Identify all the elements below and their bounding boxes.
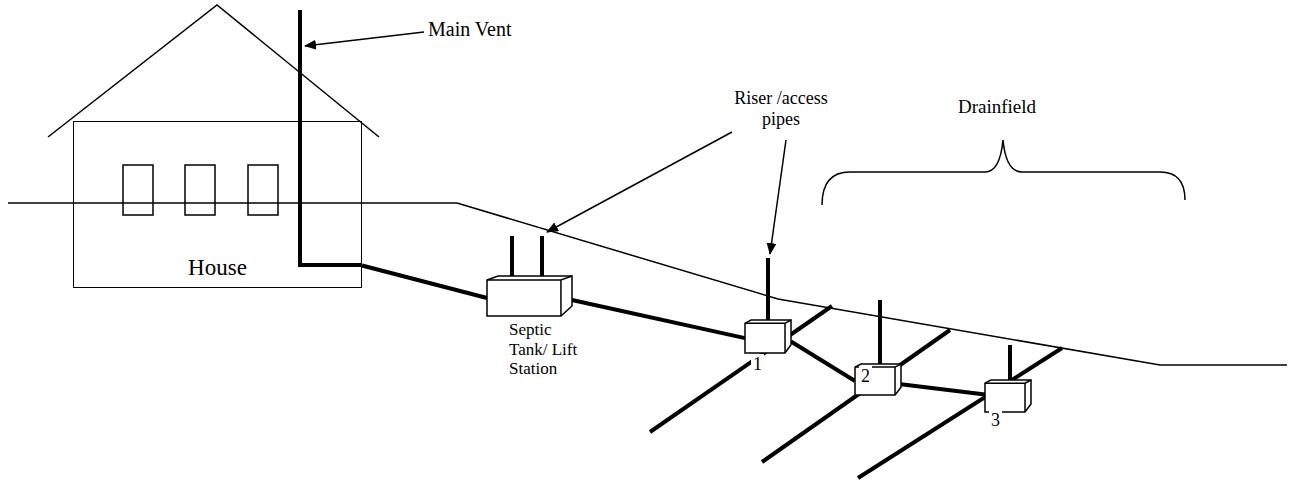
riser-pipe <box>510 236 514 282</box>
riser-pipe <box>1008 345 1012 382</box>
house-label: House <box>74 255 361 281</box>
callout-number: 1 <box>751 354 764 375</box>
leader-arrow <box>547 132 732 232</box>
main-vent-pipe <box>300 10 362 265</box>
riser-pipe <box>766 258 770 322</box>
riser-label: Riser /access pipes <box>722 88 840 129</box>
box-shape <box>745 320 791 353</box>
leader-arrow <box>770 140 786 254</box>
distribution-box: 1 <box>745 320 791 353</box>
riser-pipe <box>878 300 882 367</box>
callout-number: 3 <box>989 410 1002 431</box>
pipe-connector <box>572 300 745 338</box>
septic-tank: Septic Tank/ Lift Station <box>487 276 572 316</box>
window <box>248 165 278 215</box>
vent-label: Main Vent <box>428 18 512 41</box>
distribution-box: 2 <box>855 364 901 395</box>
box-shape <box>487 276 572 316</box>
roof <box>48 5 379 137</box>
window <box>185 165 215 215</box>
pipe-connector <box>901 384 985 394</box>
ground-line <box>8 203 1287 365</box>
septic-tank-label: Septic Tank/ Lift Station <box>509 320 591 379</box>
drain-lateral <box>762 330 950 462</box>
drainfield-bracket <box>822 140 1185 205</box>
house-outline: House <box>73 121 362 288</box>
drainfield-label: Drainfield <box>958 96 1036 118</box>
window <box>123 165 153 215</box>
riser-pipe <box>540 236 544 278</box>
pipe-connector <box>362 265 487 298</box>
pipe-connector <box>791 341 855 381</box>
callout-number: 2 <box>859 366 872 387</box>
box-shape <box>985 380 1031 412</box>
distribution-box: 3 <box>985 380 1031 412</box>
leader-arrow <box>305 32 424 46</box>
